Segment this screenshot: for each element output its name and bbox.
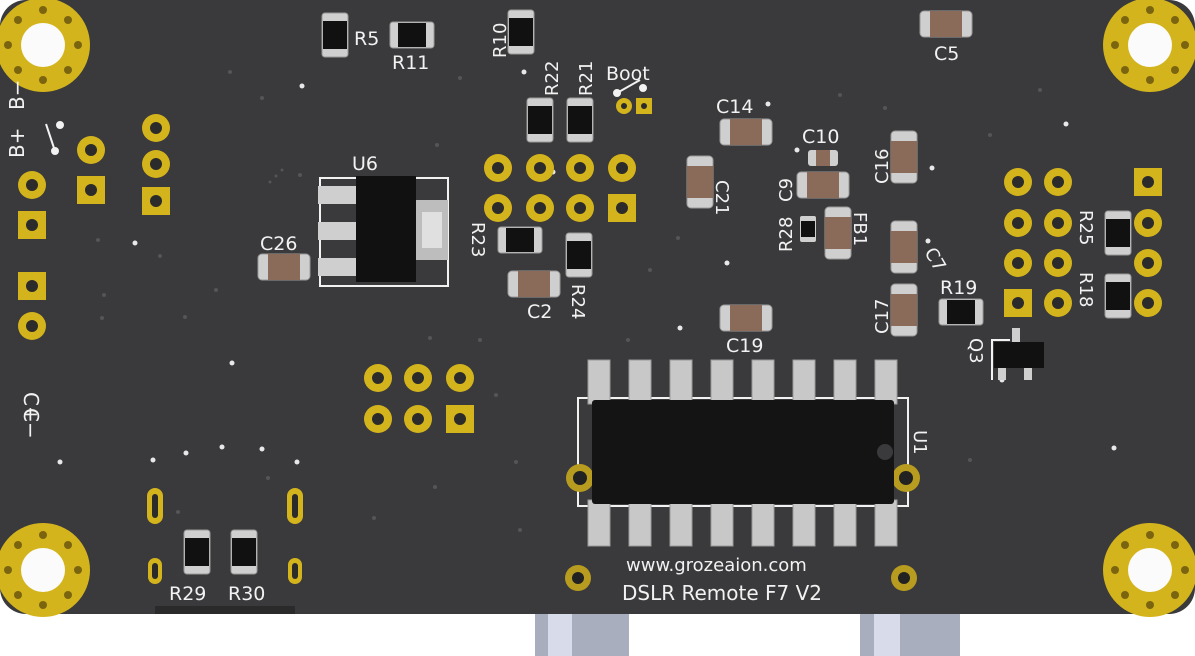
mounting-hole-bottom-left xyxy=(0,523,90,617)
label-c26: C26 xyxy=(260,233,297,255)
switch-symbol xyxy=(45,121,64,155)
label-fb1: FB1 xyxy=(849,212,870,246)
resistor-r18 xyxy=(1104,273,1132,319)
u1-pin xyxy=(833,499,857,547)
capacitor-c21 xyxy=(686,155,714,209)
product-name-text: DSLR Remote F7 V2 xyxy=(622,581,822,605)
mounting-hole-bottom-right xyxy=(1103,523,1195,617)
label-r10: R10 xyxy=(490,23,511,58)
label-c9: C9 xyxy=(776,178,797,202)
resistor-r25 xyxy=(1104,210,1132,256)
label-c-minus: C− xyxy=(19,408,43,439)
label-c5: C5 xyxy=(934,43,959,65)
connector-barrels xyxy=(535,608,960,656)
label-c19: C19 xyxy=(726,335,763,357)
u1-pin xyxy=(874,359,898,405)
u1-pin xyxy=(669,359,693,405)
label-r21: R21 xyxy=(576,61,597,96)
capacitor-c19 xyxy=(719,304,773,332)
capacitor-c10 xyxy=(808,150,838,166)
transistor-q3 xyxy=(991,328,1044,380)
label-q3: Q3 xyxy=(965,338,986,364)
label-r5: R5 xyxy=(354,28,379,50)
resistor-r29 xyxy=(183,529,211,575)
capacitor-c7 xyxy=(890,220,918,274)
u1-pin xyxy=(628,499,652,547)
label-r29: R29 xyxy=(169,583,206,605)
label-boot: Boot xyxy=(606,63,650,85)
u1-pin xyxy=(587,359,611,405)
label-r30: R30 xyxy=(228,583,265,605)
capacitor-c14 xyxy=(719,118,773,146)
label-r22: R22 xyxy=(542,61,563,96)
label-r25: R25 xyxy=(1075,210,1096,245)
resistor-r23 xyxy=(497,226,543,254)
capacitor-c17 xyxy=(890,283,918,337)
label-b-plus: B+ xyxy=(5,128,29,158)
u1-pin xyxy=(669,499,693,547)
label-c14: C14 xyxy=(716,96,753,118)
capacitor-c9 xyxy=(796,171,850,199)
label-u1: U1 xyxy=(909,430,930,455)
boot-switch-symbol xyxy=(613,79,647,97)
label-r28: R28 xyxy=(776,217,797,252)
capacitor-c5 xyxy=(919,10,973,38)
u1-pin xyxy=(792,499,816,547)
label-r19: R19 xyxy=(940,277,977,299)
capacitor-c26 xyxy=(257,253,311,281)
resistor-r22 xyxy=(526,97,554,143)
u1-pin xyxy=(833,359,857,405)
label-c10: C10 xyxy=(802,126,839,148)
ic-u1 xyxy=(566,359,920,547)
resistor-r21 xyxy=(566,97,594,143)
resistor-r30 xyxy=(230,529,258,575)
label-r23: R23 xyxy=(467,222,488,257)
usb-slots xyxy=(147,488,303,584)
u1-pin xyxy=(628,359,652,405)
resistor-r10 xyxy=(507,9,535,55)
mounting-hole-top-right xyxy=(1103,0,1195,92)
capacitor-c16 xyxy=(890,130,918,184)
label-c17: C17 xyxy=(872,299,893,334)
label-c21: C21 xyxy=(711,180,732,215)
resistor-r19 xyxy=(938,298,984,326)
label-r11: R11 xyxy=(392,52,429,74)
u1-pin xyxy=(792,359,816,405)
u1-pin xyxy=(710,499,734,547)
u1-pin xyxy=(751,359,775,405)
u1-pin xyxy=(751,499,775,547)
label-c2: C2 xyxy=(527,301,552,323)
ferrite-fb1 xyxy=(824,206,852,260)
resistor-r11 xyxy=(389,21,435,49)
label-r18: R18 xyxy=(1075,272,1096,307)
label-u6: U6 xyxy=(352,153,378,175)
resistor-r5 xyxy=(321,12,349,58)
regulator-u6 xyxy=(318,176,449,287)
resistor-r28 xyxy=(800,216,816,242)
label-c16: C16 xyxy=(872,149,893,184)
resistor-r24 xyxy=(565,232,593,278)
label-r24: R24 xyxy=(567,284,588,319)
label-c-plus: C+ xyxy=(19,392,43,423)
website-text: www.grozeaion.com xyxy=(626,555,807,576)
capacitor-c2 xyxy=(507,270,561,298)
u1-pin xyxy=(874,499,898,547)
u1-pin xyxy=(587,499,611,547)
boot-jumper xyxy=(616,98,652,114)
label-b-minus: B− xyxy=(5,80,29,110)
u1-pin xyxy=(710,359,734,405)
